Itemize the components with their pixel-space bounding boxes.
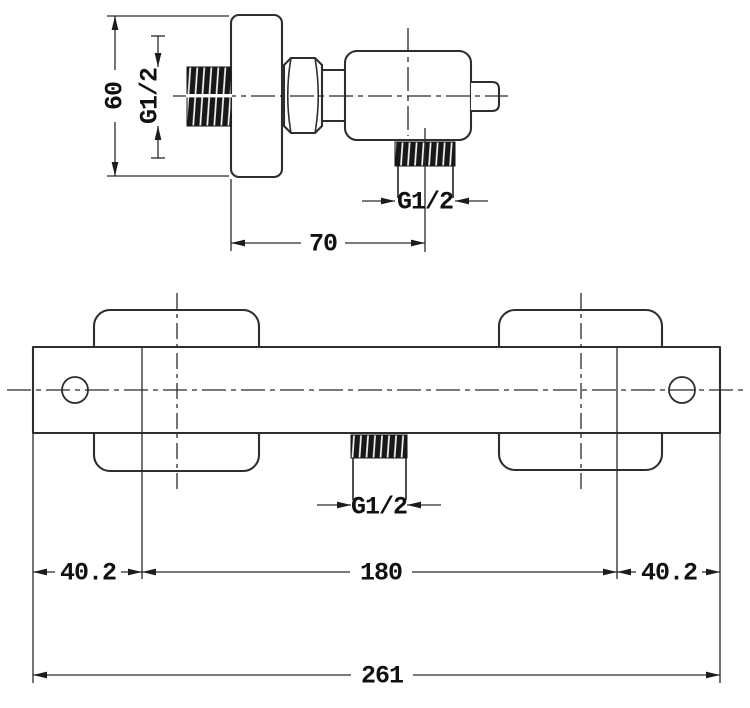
- dim-outlet-g12-front: G1/2: [317, 493, 441, 522]
- dim-60-label: 60: [101, 82, 130, 110]
- dim-70: 70: [230, 179, 425, 259]
- dim-inlet-g12: G1/2: [136, 35, 165, 159]
- dim-261-label: 261: [361, 662, 403, 691]
- front-view: G1/2 40.2 180 40.2 261: [7, 293, 746, 691]
- outlet-front: [350, 434, 408, 500]
- dim-outlet-g12-side: G1/2: [362, 188, 488, 217]
- dim-70-label: 70: [309, 230, 337, 259]
- connector-neck: [322, 68, 345, 123]
- dim-180: 180: [142, 559, 617, 588]
- dim-40-2-left: 40.2: [33, 559, 142, 588]
- side-view: 60 G1/2 G1/2 70: [101, 13, 508, 259]
- inlet-thread: [186, 66, 232, 127]
- right-screw-hole: [668, 376, 696, 404]
- dim-outlet-g12-front-label: G1/2: [351, 493, 407, 522]
- dim-60: 60: [101, 15, 229, 177]
- dim-inlet-g12-label: G1/2: [136, 68, 165, 124]
- dim-180-label: 180: [360, 559, 402, 588]
- dim-40-2-right-label: 40.2: [641, 559, 697, 588]
- dim-outlet-g12-side-label: G1/2: [397, 188, 453, 217]
- dim-40-2-right: 40.2: [617, 559, 720, 588]
- outlet-thread-front: [350, 434, 408, 459]
- dim-261: 261: [33, 662, 720, 691]
- dim-40-2-left-label: 40.2: [60, 559, 116, 588]
